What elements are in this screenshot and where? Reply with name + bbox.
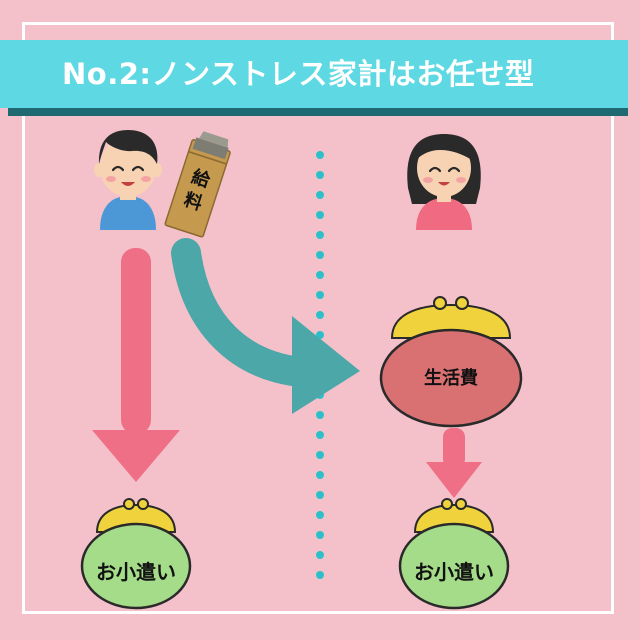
small-pink-down-arrow bbox=[426, 428, 482, 498]
divider-dot bbox=[316, 511, 324, 519]
divider-dot bbox=[316, 491, 324, 499]
divider-dot bbox=[316, 231, 324, 239]
living-expenses-purse: 生活費 bbox=[379, 296, 523, 428]
divider-dot bbox=[316, 451, 324, 459]
envelope-label-2: 料 bbox=[181, 188, 205, 214]
white-frame bbox=[22, 22, 614, 614]
teal-curved-arrow bbox=[171, 238, 360, 414]
wife-figure bbox=[407, 134, 481, 230]
divider-dot bbox=[316, 571, 324, 579]
right-allowance-label: お小遣い bbox=[414, 560, 494, 584]
left-allowance-label: お小遣い bbox=[96, 560, 176, 584]
pink-down-arrow bbox=[92, 248, 180, 482]
salary-envelope: 給 料 bbox=[164, 131, 231, 238]
divider-dot bbox=[316, 211, 324, 219]
dotted-divider bbox=[316, 151, 324, 579]
divider-dot bbox=[316, 151, 324, 159]
title-banner bbox=[0, 40, 628, 108]
divider-dot bbox=[316, 431, 324, 439]
divider-dot bbox=[316, 471, 324, 479]
divider-dot bbox=[316, 531, 324, 539]
living-expenses-label: 生活費 bbox=[424, 367, 478, 389]
husband-figure bbox=[94, 130, 162, 230]
page-title: No.2:ノンストレス家計はお任せ型 bbox=[62, 57, 535, 91]
divider-dot bbox=[316, 311, 324, 319]
divider-dot bbox=[316, 291, 324, 299]
divider-dot bbox=[316, 331, 324, 339]
divider-dot bbox=[316, 191, 324, 199]
divider-dot bbox=[316, 411, 324, 419]
divider-dot bbox=[316, 271, 324, 279]
divider-dot bbox=[316, 171, 324, 179]
divider-dot bbox=[316, 251, 324, 259]
divider-dot bbox=[316, 551, 324, 559]
right-allowance-purse: お小遣い bbox=[398, 498, 510, 610]
left-allowance-purse: お小遣い bbox=[80, 498, 192, 610]
